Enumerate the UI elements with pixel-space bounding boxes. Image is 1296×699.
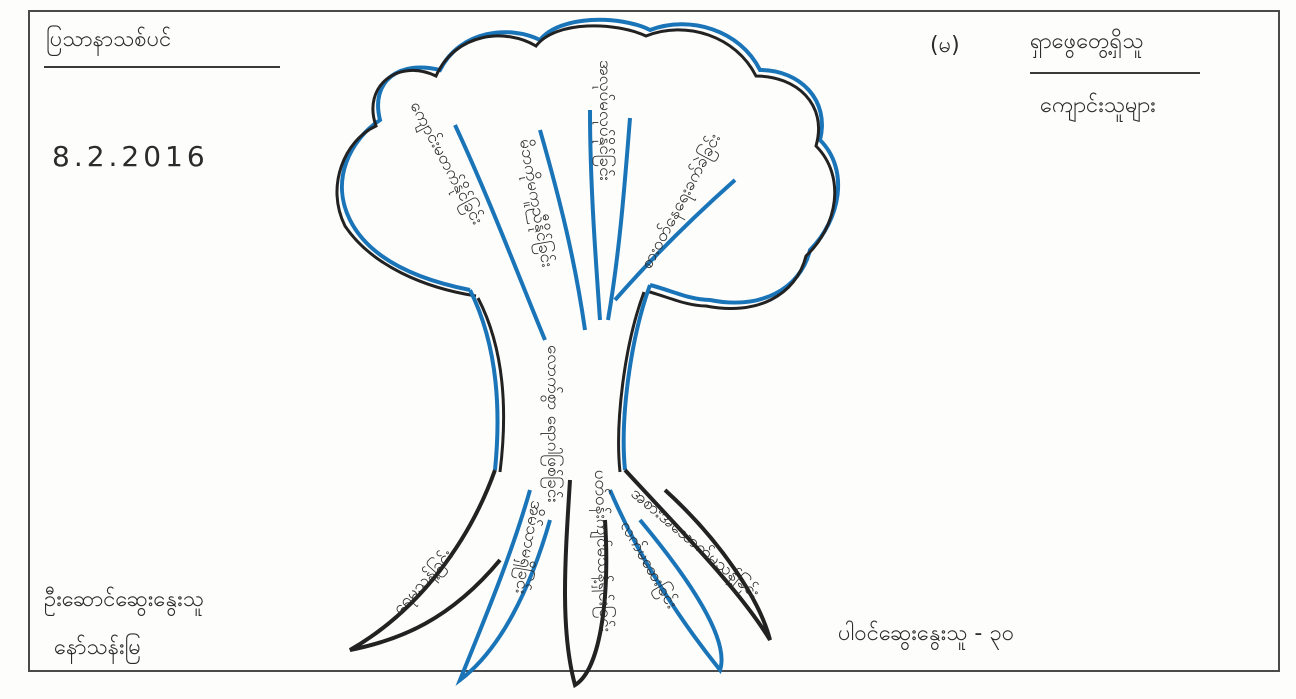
- branch-label-1: ကျောင်းမတက်နိုင်ခြင်း: [403, 97, 489, 229]
- root-1: [350, 470, 500, 650]
- branch-label-2: မိဘကိုမကူညီနိုင်ခြင်း: [512, 137, 559, 269]
- trunk-label: လောက်စွာ ရောဂါဖြစ်ခြင်း: [540, 345, 565, 503]
- branch-label-3: အလုပ်မလုပ်နိုင်ခြင်း: [592, 60, 617, 181]
